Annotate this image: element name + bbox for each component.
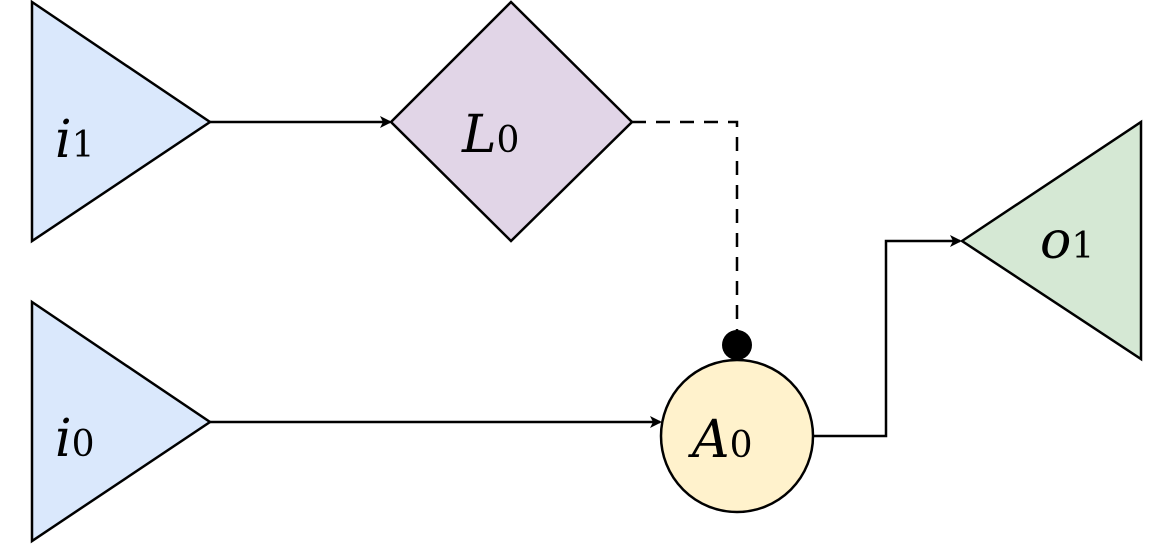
node-A0[interactable]: A0 [659, 358, 815, 514]
node-i1-label: i1 [55, 110, 95, 170]
node-o1-label-sub: 1 [1071, 226, 1094, 267]
node-i1-label-sub: 1 [72, 125, 95, 166]
node-L0-label: L0 [461, 105, 519, 165]
node-L0[interactable]: L0 [389, 0, 634, 243]
node-i0-label-sub: 0 [72, 424, 95, 465]
node-o1-label-base: o [1040, 211, 1071, 271]
node-i1[interactable]: i1 [30, 0, 213, 244]
node-A0-label-base: A [688, 410, 730, 470]
input-triangle-shape [30, 299, 213, 544]
input-triangle-shape [30, 0, 213, 244]
edge-L0-to-A0-dot-head [722, 330, 752, 360]
node-L0-label-sub: 0 [497, 120, 520, 161]
node-A0-label-sub: 0 [730, 425, 753, 466]
node-A0-label: A0 [688, 410, 752, 470]
node-o1-label: o1 [1040, 211, 1094, 271]
diamond-shape [389, 0, 634, 243]
circle-shape [659, 358, 815, 514]
edge-L0-to-A0[interactable] [632, 120, 739, 334]
edge-A0-to-o1[interactable] [814, 235, 962, 438]
node-o1[interactable]: o1 [959, 119, 1143, 362]
node-L0-label-base: L [461, 105, 497, 165]
node-i0-label: i0 [55, 409, 95, 469]
output-triangle-shape [959, 119, 1143, 362]
node-i1-label-base: i [55, 110, 72, 170]
node-i0[interactable]: i0 [30, 299, 213, 544]
node-i0-label-base: i [55, 409, 72, 469]
